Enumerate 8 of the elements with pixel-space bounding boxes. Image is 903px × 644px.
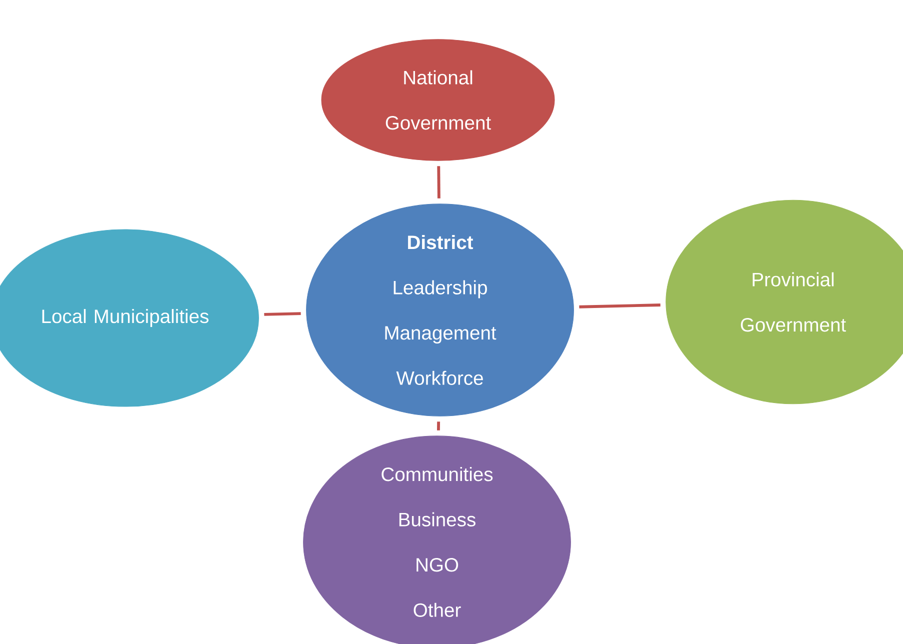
connector-line [264,312,301,316]
ellipse-node: National Government [321,39,555,161]
connector-line [437,422,440,430]
connector-line [579,304,660,308]
ellipse-node: Provincial Government [666,200,903,404]
connector-line [437,166,440,198]
ellipse-node: Communities Business NGO Other [303,436,571,644]
ellipse-node: District Leadership Management Workforce [306,204,574,416]
